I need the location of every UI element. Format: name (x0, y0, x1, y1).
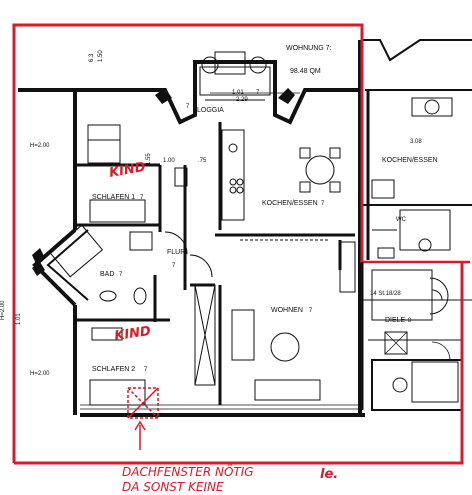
initials: le. (320, 467, 338, 482)
dim-100: 1.00 (163, 158, 175, 164)
bath-label: BAD (100, 271, 114, 278)
apartment-area: 98.48 QM (290, 68, 321, 75)
proposed-dormer (127, 387, 159, 450)
loggia (199, 51, 271, 101)
kind-annotation-1: KIND (108, 160, 147, 181)
dim-h200-a: H=2.00 (30, 143, 50, 149)
kitchen-label: KOCHEN/ESSEN (262, 200, 318, 207)
bedroom2-furniture (89, 327, 146, 406)
hall-elements (164, 231, 216, 386)
apartment-title: WOHNUNG 7: (286, 45, 332, 52)
living-label: WOHNEN (271, 307, 303, 314)
bath-fixtures (48, 224, 153, 305)
red-boundary (12, 23, 464, 465)
loggia-label: LOGGIA (197, 107, 224, 114)
bedroom1-label: SCHLAFEN 1 (92, 194, 135, 201)
stairs-dim: 14 St.18/28 (370, 291, 401, 297)
hall-number: 7 (172, 263, 176, 269)
inner-walls (75, 122, 470, 410)
note-line-2: DA SONST KEINE (122, 480, 224, 494)
dim-top-left-a: 6.3 (89, 53, 95, 62)
bath-number: 7 (119, 272, 123, 278)
note-line-1: DACHFENSTER NÖTIG (122, 463, 254, 479)
kind-annotation-2: KIND (113, 324, 152, 344)
loggia-dim-a: 1.01 (232, 90, 244, 96)
neighbor-kitchen-label: KOCHEN/ESSEN (382, 157, 438, 164)
dormer-windows (32, 88, 295, 276)
bedroom2-label: SCHLAFEN 2 (92, 366, 135, 373)
neighbor-apartment (362, 39, 472, 260)
dim-h200-c: H=2.00 (0, 300, 6, 320)
dim-left: 1.01 (16, 313, 22, 325)
dim-75: .75 (198, 158, 207, 164)
living-number: 7 (309, 308, 313, 314)
kitchen-number: 7 (321, 201, 325, 207)
main-walls (18, 40, 365, 417)
living-furniture (231, 239, 356, 401)
neighbor-dim: 3.08 (410, 139, 422, 145)
bedroom1-furniture (87, 124, 146, 223)
diele-label: DIELE (385, 317, 406, 324)
neighbor-wc-label: WC (396, 217, 407, 223)
dim-h200-b: H=2.00 (30, 371, 50, 377)
diele-number: 8 (408, 318, 412, 324)
dim-155: 1.55 (146, 153, 152, 165)
hall-label: FLUR (167, 249, 185, 256)
kitchen-furniture (174, 129, 341, 221)
loggia-dim-b: 2.29 (236, 97, 248, 103)
bedroom1-number: 7 (140, 195, 144, 201)
loggia-number: 7 (186, 104, 190, 110)
dim-top-left-b: 1.50 (98, 50, 104, 62)
loggia-dim-c: 7 (256, 90, 260, 96)
bedroom2-number: 7 (144, 367, 148, 373)
